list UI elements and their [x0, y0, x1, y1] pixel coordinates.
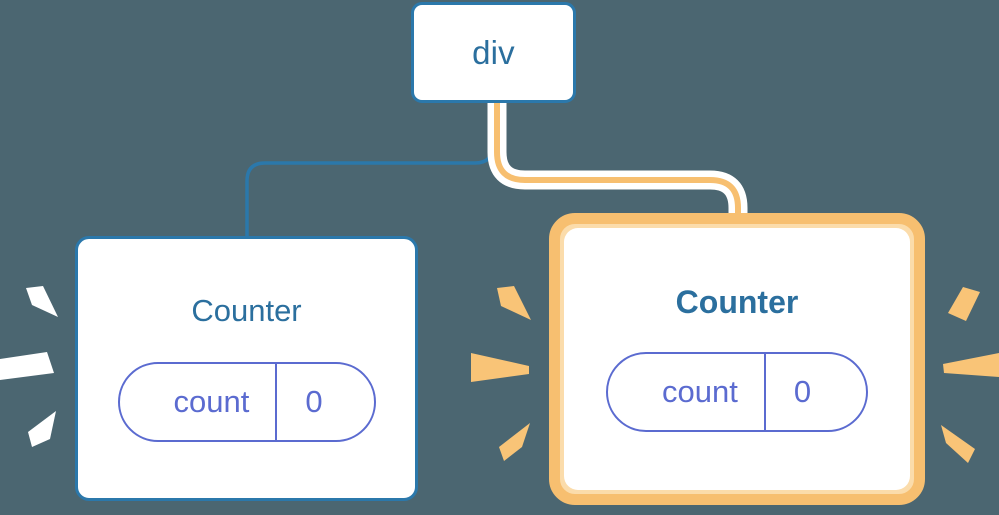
- prop-value-left: 0: [275, 364, 362, 440]
- node-counter-left[interactable]: Counter count 0: [75, 236, 418, 501]
- prop-name-right: count: [662, 374, 738, 409]
- node-counter-right-title: Counter: [675, 284, 799, 320]
- edge-root-to-right-counter: [494, 102, 741, 232]
- prop-value-right: 0: [763, 354, 851, 430]
- node-counter-right-card: Counter count 0: [564, 228, 910, 490]
- node-div-label: div: [472, 34, 515, 71]
- node-counter-right[interactable]: Counter count 0: [549, 213, 925, 505]
- prop-name-left: count: [173, 384, 250, 419]
- prop-pill-left: count 0: [117, 362, 376, 442]
- prop-pill-right: count 0: [606, 352, 868, 432]
- node-counter-left-title: Counter: [191, 293, 302, 328]
- edge-root-to-left-counter: [245, 100, 495, 238]
- node-div[interactable]: div: [411, 2, 576, 103]
